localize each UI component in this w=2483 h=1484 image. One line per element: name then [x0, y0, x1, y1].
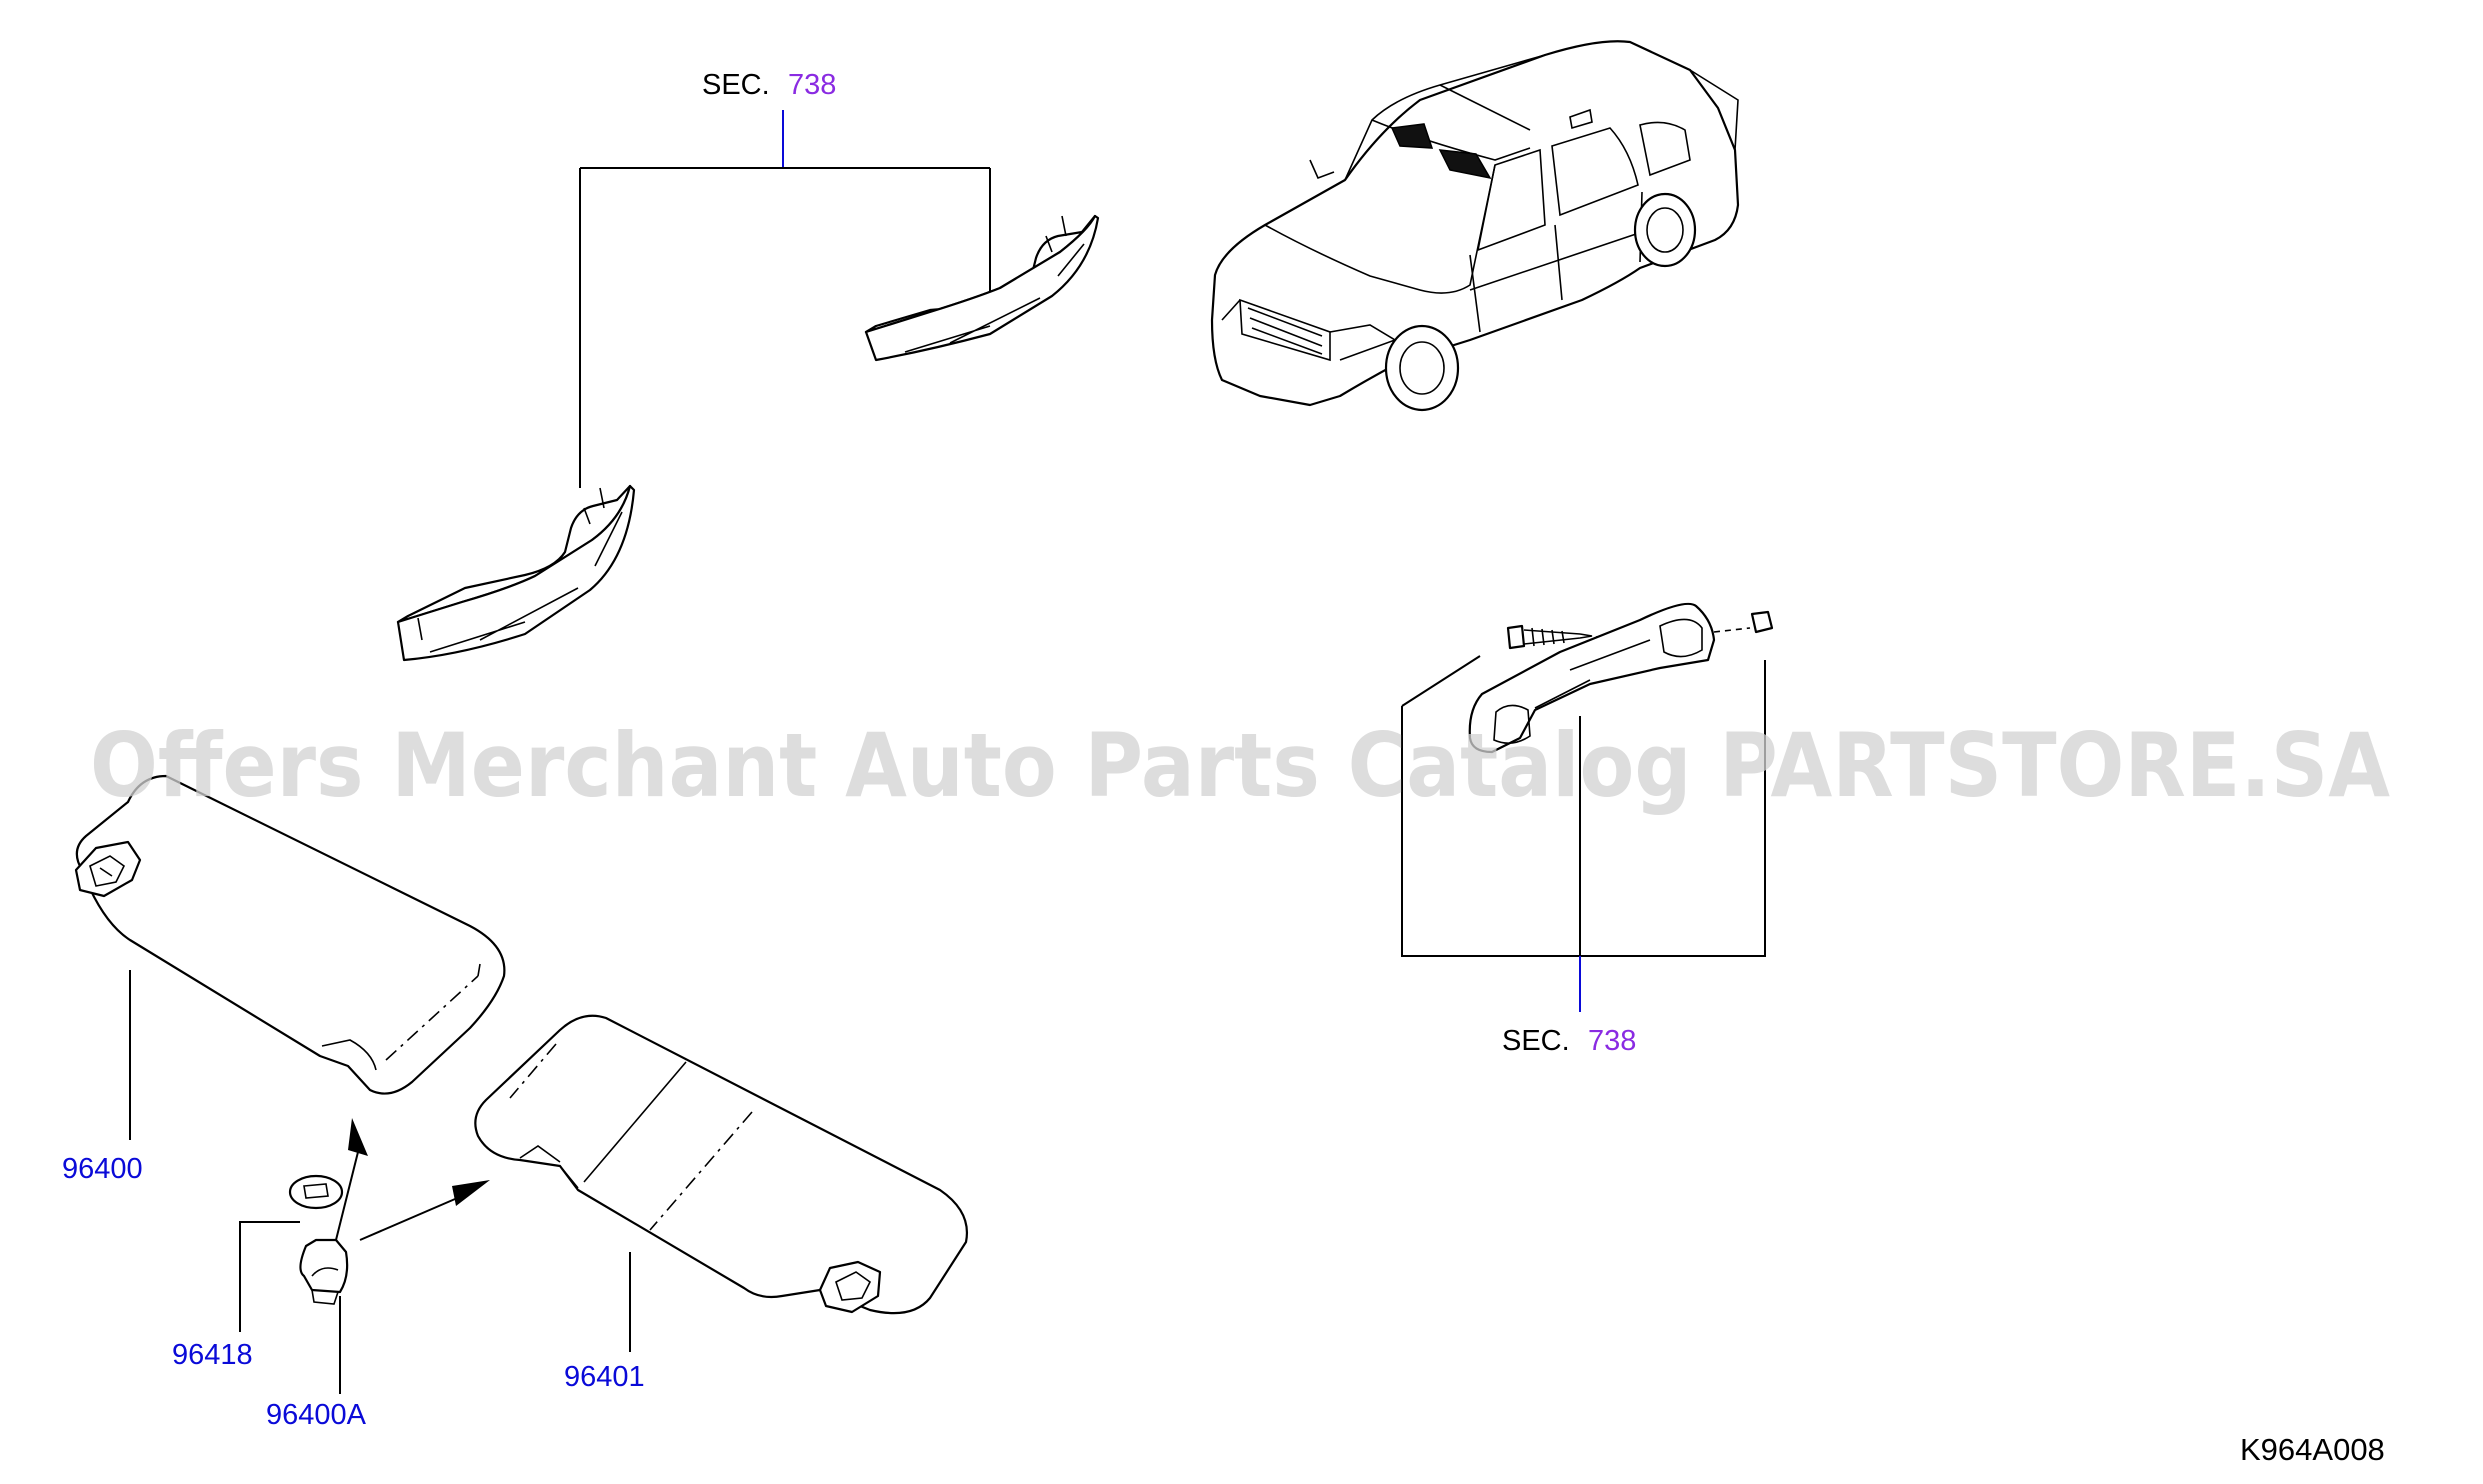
section-link-bottom[interactable]: 738	[1588, 1025, 1636, 1057]
watermark-text: Offers Merchant Auto Parts Catalog PARTS…	[90, 714, 2390, 817]
section-prefix-bottom: SEC.	[1502, 1025, 1570, 1057]
section-callout-bottom: SEC. 738	[1401, 655, 1766, 1057]
visor-clip	[299, 1238, 349, 1305]
leader-96418	[239, 1221, 300, 1332]
section-bracket-bottom	[1401, 655, 1766, 957]
assist-grip-lower	[396, 484, 636, 662]
section-bracket-top	[579, 167, 991, 488]
part-number-96400[interactable]: 96400	[62, 1153, 143, 1185]
section-link-top[interactable]: 738	[788, 69, 836, 101]
sun-visor-right	[474, 1014, 968, 1315]
visor-holder	[288, 1174, 344, 1210]
section-callout-top: SEC. 738	[579, 69, 991, 488]
assembly-arrows	[335, 1118, 490, 1241]
section-prefix-top: SEC.	[702, 69, 770, 101]
drawing-code: K964A008	[2240, 1432, 2385, 1467]
sun-visor-left	[74, 774, 506, 1095]
part-number-96418[interactable]: 96418	[172, 1339, 253, 1371]
part-number-96401[interactable]: 96401	[564, 1361, 645, 1393]
assist-grip-upper	[864, 214, 1100, 362]
vehicle-illustration	[1210, 40, 1740, 412]
assist-grip-right-assembly	[1468, 602, 1774, 754]
part-number-96400A[interactable]: 96400A	[266, 1399, 367, 1431]
